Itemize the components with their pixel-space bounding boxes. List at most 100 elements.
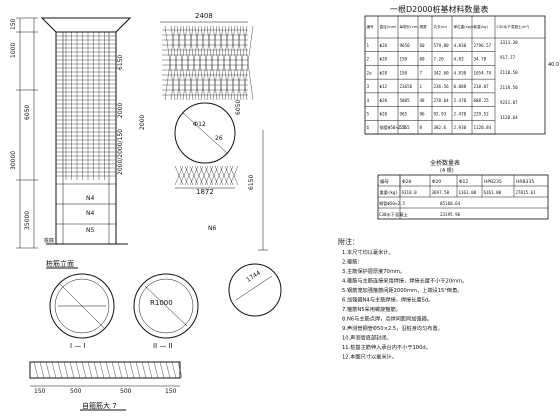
table-right-cell: 917.77 — [500, 55, 516, 60]
table-header-cell: 共重(kg) — [474, 24, 489, 29]
bar-hatch — [93, 361, 99, 379]
table-cell: Φ20 — [380, 111, 388, 116]
table-cell: 6 — [367, 125, 370, 130]
side-bar — [182, 25, 194, 101]
table-cell: 342.60 — [434, 70, 450, 75]
dim-mid-6150: 6150 — [117, 55, 124, 70]
total-cell: 85168.64 — [440, 201, 461, 206]
table-cell: 4.830 — [454, 43, 467, 48]
total-cell: 23195.96 — [440, 212, 461, 217]
table-cell: 0.888 — [454, 84, 467, 89]
side-bar — [206, 25, 218, 101]
note-line: 12.本图尺寸以毫米计。 — [342, 353, 397, 361]
note-line: 6.加强箍N4与主筋焊接，焊接长度5d。 — [342, 296, 433, 304]
label-n5: N5 — [86, 227, 94, 234]
table-right-cell: 1120.64 — [500, 115, 518, 120]
side-bar — [204, 165, 214, 186]
label-n4-b: N4 — [86, 210, 94, 217]
note-line: 8.N6与主筋点焊，点焊间距同加强箍。 — [342, 315, 432, 323]
bar-hatch — [33, 361, 39, 379]
side-bar — [164, 25, 176, 101]
detail-title: 自箍筋大 7 — [82, 401, 117, 410]
note-line: 1.本尺寸均以毫米计。 — [342, 248, 394, 256]
label-d12: Ф12 — [193, 121, 206, 128]
side-bar — [176, 25, 188, 101]
table-cell: 7.20 — [434, 57, 445, 62]
table-header-cell: 直径(mm) — [380, 24, 398, 29]
dim-bot-500a: 500 — [70, 388, 82, 395]
dim-mid-2000b: 2000/2000/150 — [117, 129, 124, 175]
bar-hatch — [39, 361, 45, 379]
table-cell: 688.25 — [474, 98, 490, 103]
table-cell: 4.830 — [454, 70, 467, 75]
table-cell: 2.930 — [454, 125, 467, 130]
table-cell: 钢管Φ50×2.5 — [380, 124, 407, 131]
side-bar — [189, 165, 199, 186]
bar-hatch — [81, 361, 87, 379]
side-bar — [174, 165, 184, 186]
bar-hatch — [99, 361, 105, 379]
bar-hatch — [111, 361, 117, 379]
total-cell: C30水下混凝土 — [379, 211, 408, 218]
table-cell: 382.6 — [434, 125, 447, 130]
side-bar — [200, 25, 212, 101]
side-bar — [184, 165, 194, 186]
total-cell: 27015.61 — [516, 190, 537, 195]
table-cell: 150 — [400, 70, 408, 75]
table-cell: 2.470 — [454, 111, 467, 116]
dim-bot-150a: 150 — [34, 388, 46, 395]
table-side-value: 40.0 — [548, 62, 559, 68]
table-cell: 9650 — [400, 43, 411, 48]
label-n4: N4 — [86, 195, 94, 202]
cage-side-view: 2408 Ф12 26 1872 6050 6150 — [160, 12, 268, 251]
table-cell: 229.52 — [474, 111, 490, 116]
side-bar — [212, 25, 224, 101]
bar-hatch — [165, 361, 171, 379]
table-cell: 8 — [420, 125, 423, 130]
table-cell: 34.78 — [474, 57, 487, 62]
note-line: 10.声测管底部封闭。 — [342, 334, 392, 342]
side-bar — [236, 25, 248, 101]
dim-r1000: R1000 — [150, 299, 173, 307]
side-bar — [194, 25, 206, 101]
dim-left-30000: 30000 — [10, 151, 17, 170]
label-26: 26 — [215, 135, 223, 142]
table-cell: 2.470 — [454, 98, 467, 103]
table-header-cell: 共长(m) — [434, 24, 448, 29]
side-bar — [209, 165, 219, 186]
table-cell: 278.64 — [434, 98, 450, 103]
elevation-title: 桩筋立面 — [46, 259, 74, 268]
table-header-cell: 每根长(cm) — [400, 24, 420, 29]
dim-bot-150b: 150 — [165, 388, 177, 395]
table-cell: 1654.74 — [474, 70, 492, 75]
section-2-label: II — II — [153, 342, 173, 350]
total-header-cell: Φ12 — [459, 179, 468, 185]
table-cell: 3 — [367, 84, 370, 89]
bar-hatch — [117, 361, 123, 379]
table-cell: Φ28 — [380, 70, 388, 75]
bar-hatch — [105, 361, 111, 379]
total-header-cell: 编号 — [380, 178, 389, 185]
table-right-cell: 2118.50 — [500, 85, 518, 90]
bar-hatch — [153, 361, 159, 379]
dim-1744: 1744 — [245, 269, 262, 283]
bar-hatch — [123, 361, 129, 379]
note-line: 4.箍筋与主筋连接采用焊接，焊接长度不小于20mm。 — [342, 277, 467, 285]
bar-hatch — [177, 361, 183, 379]
dim-bottom-1872: 1872 — [196, 188, 214, 196]
dim-left-150: 150 — [10, 18, 17, 30]
table-cell: 23656 — [400, 84, 413, 89]
notes-heading: 附注： — [338, 237, 359, 246]
table-right-cell: 9231.07 — [500, 100, 518, 105]
table-cell: 2a — [367, 70, 373, 75]
table-cell: Φ12 — [380, 84, 388, 89]
table-right-cell: 2118.50 — [500, 70, 518, 75]
total-cell: 重量(kg) — [380, 189, 398, 196]
dim-left-35000: 35000 — [24, 211, 31, 230]
bottom-note: 桩底 — [44, 237, 54, 244]
table-cell: 1 — [420, 84, 423, 89]
table-cell: 965 — [400, 111, 408, 116]
table-cell: 236.56 — [434, 84, 450, 89]
